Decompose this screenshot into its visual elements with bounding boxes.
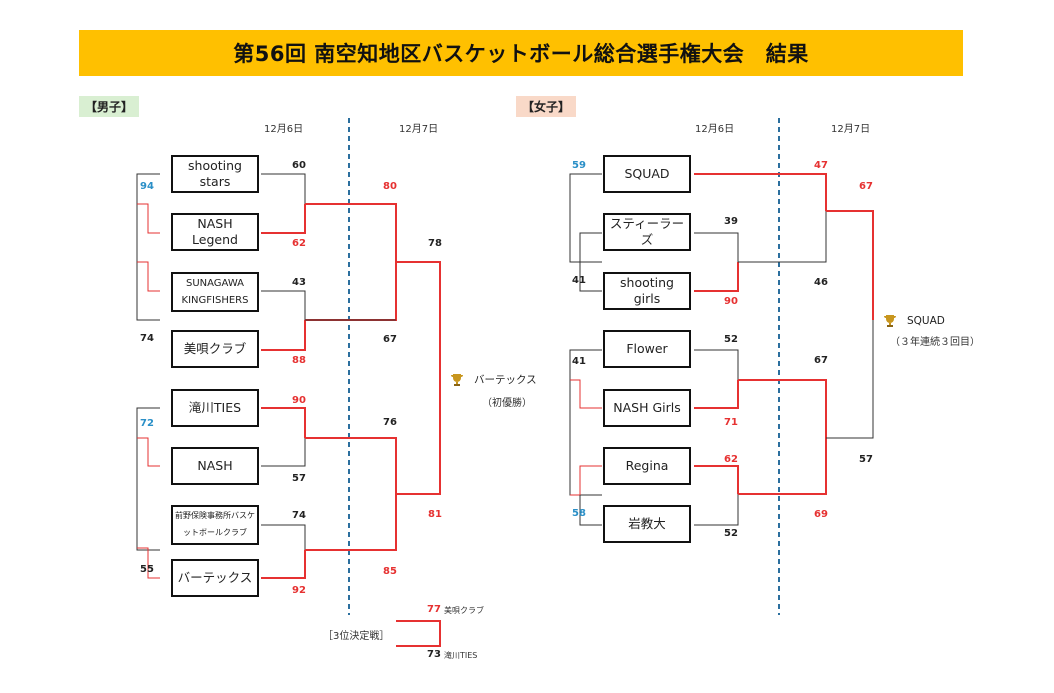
men-third-place-label: ［3位決定戦］ [323,631,390,642]
score: 57 [859,454,873,465]
score: 41 [572,275,586,286]
title-bar: 第56回 南空知地区バスケットボール総合選手権大会 結果 [79,30,963,76]
score: 69 [814,509,828,520]
score: 43 [292,277,306,288]
women-team-gankyo: 岩教大 [603,505,691,543]
score: 55 [140,564,154,575]
men-pre-top-win2 [137,261,160,292]
men-champion: バーテックス [450,372,537,387]
score: 59 [572,160,586,171]
score: 47 [814,160,828,171]
score: 67 [383,334,397,345]
men-pre-bot-line [136,407,160,551]
women-date-2: 12月7日 [831,124,871,135]
men-pre-bot-win [137,437,160,467]
men-champion-note: （初優勝） [482,398,532,409]
score: 72 [140,418,154,429]
score: 77 [427,604,441,615]
men-third-top-team: 美唄クラブ [444,606,484,615]
men-team-vertex: バーテックス [171,559,259,597]
trophy-icon [451,373,463,386]
men-pre-top-line [136,173,160,321]
men-team-shooting-stars: shooting stars [171,155,259,193]
score: 60 [292,160,306,171]
women-team-regina: Regina [603,447,691,485]
men-team-nash-legend: NASH Legend [171,213,259,251]
score: 67 [859,181,873,192]
score: 90 [724,296,738,307]
score: 57 [292,473,306,484]
score: 39 [724,216,738,227]
score: 74 [292,510,306,521]
women-team-nash-girls: NASH Girls [603,389,691,427]
page-title: 第56回 南空知地区バスケットボール総合選手権大会 結果 [233,42,809,66]
men-team-nash: NASH [171,447,259,485]
score: 67 [814,355,828,366]
score: 41 [572,356,586,367]
score: 74 [140,333,154,344]
men-label: 【男子】 [79,96,140,117]
women-date-1: 12月6日 [695,124,735,135]
men-third-bracket [396,620,441,647]
score: 92 [292,585,306,596]
men-champion-name: バーテックス [474,374,537,386]
score: 58 [572,508,586,519]
score: 81 [428,509,442,520]
score: 78 [428,238,442,249]
women-champion-note: （３年連続３回目） [890,337,980,348]
men-team-maeno: 前野保険事務所バスケットボールクラブ [171,505,259,545]
women-team-steelers: スティーラーズ [603,213,691,251]
men-third-bot-team: 滝川TIES [444,651,478,660]
women-label: 【女子】 [516,96,577,117]
women-team-flower: Flower [603,330,691,368]
women-team-squad: SQUAD [603,155,691,193]
score: 52 [724,334,738,345]
score: 76 [383,417,397,428]
men-team-bibai: 美唄クラブ [171,330,259,368]
score: 52 [724,528,738,539]
women-champion: SQUAD [883,314,945,328]
women-team-shooting-girls: shooting girls [603,272,691,310]
score: 46 [814,277,828,288]
men-team-sunagawa: SUNAGAWA KINGFISHERS [171,272,259,312]
score: 80 [383,181,397,192]
men-pre-bot-win2 [137,547,160,579]
trophy-icon [884,315,896,327]
men-date-1: 12月6日 [264,124,304,135]
score: 85 [383,566,397,577]
women-champion-name: SQUAD [907,315,945,327]
men-pre-top-win [137,203,160,234]
score: 71 [724,417,738,428]
men-date-2: 12月7日 [399,124,439,135]
score: 94 [140,181,154,192]
men-team-takikawa: 滝川TIES [171,389,259,427]
score: 62 [292,238,306,249]
score: 62 [724,454,738,465]
score: 90 [292,395,306,406]
score: 88 [292,355,306,366]
score: 73 [427,649,441,660]
